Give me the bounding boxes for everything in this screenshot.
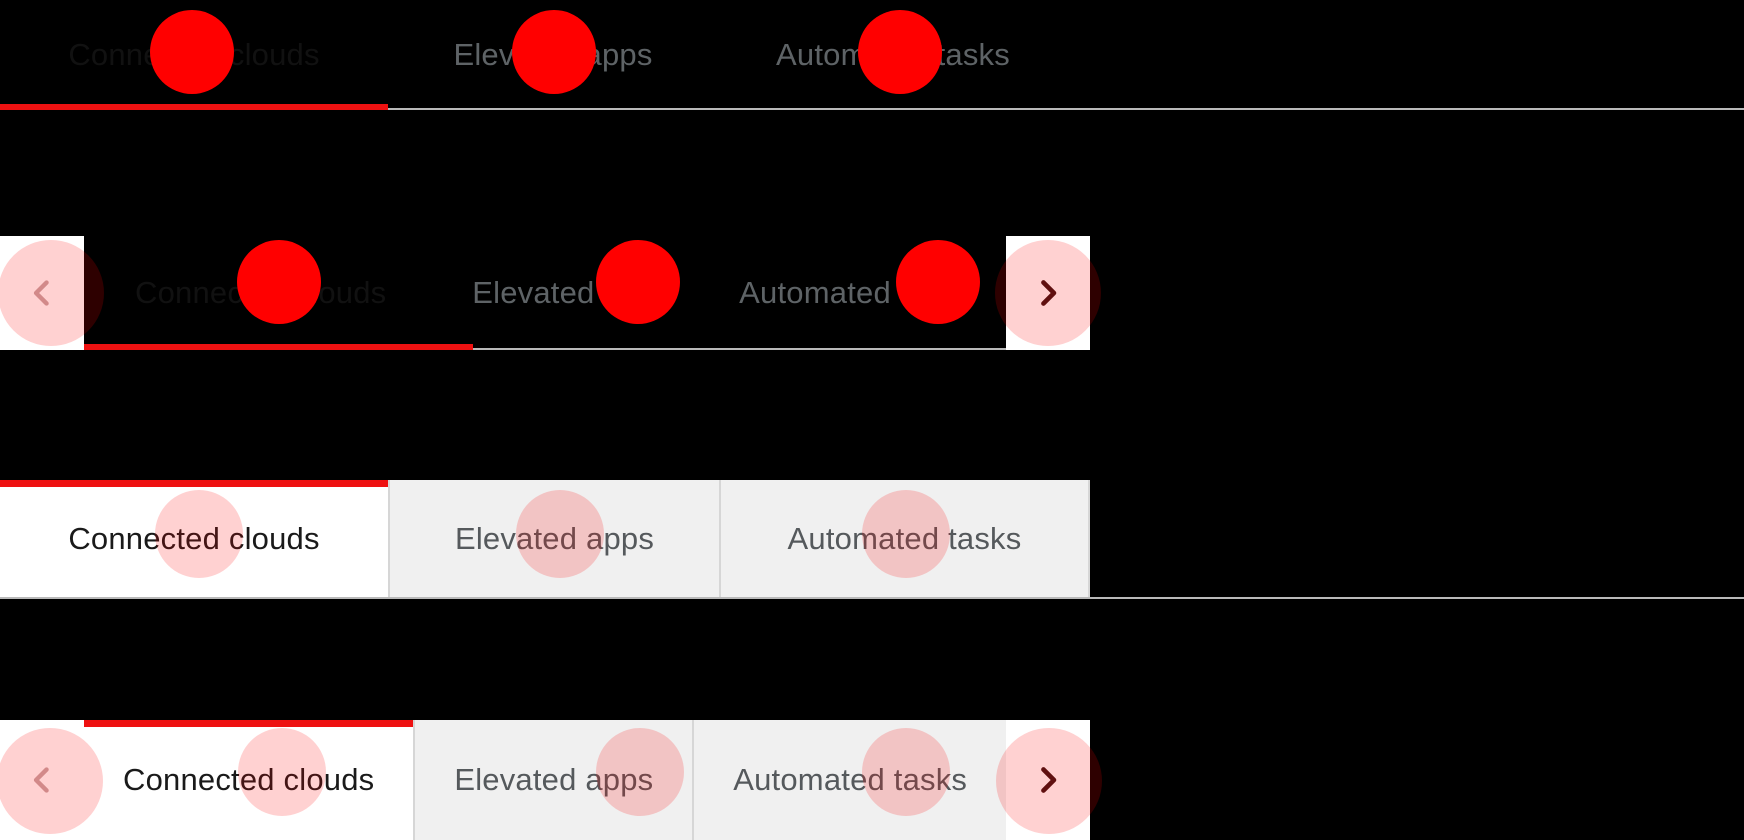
tabs-scroll-prev-button[interactable]	[0, 720, 84, 840]
tab-elevated-apps[interactable]: Elevated apps	[437, 236, 706, 350]
chevron-right-icon	[1041, 280, 1057, 306]
tabstrip-bottom-divider	[0, 597, 1744, 599]
tab-label: Connected clouds	[134, 275, 387, 310]
tab-label: Automated tasks	[733, 762, 968, 797]
tab-label: Automated tasks	[739, 275, 974, 310]
tab-label: Connected clouds	[68, 37, 320, 72]
tabstrip-filled-scrollable-wrapper: Connected clouds Elevated apps Automated…	[0, 720, 1090, 840]
tabstrip-underline[interactable]: Connected clouds Elevated apps Automated…	[0, 0, 1744, 110]
chevron-left-icon	[33, 280, 49, 306]
chevron-right-icon	[1041, 767, 1057, 793]
tab-label: Automated tasks	[787, 520, 1022, 556]
tabs-scroll-next-button[interactable]	[1006, 720, 1090, 840]
tabstrip-filled-scrollable[interactable]: Connected clouds Elevated apps Automated…	[84, 720, 1006, 840]
tab-connected-clouds[interactable]: Connected clouds	[84, 236, 437, 350]
tab-automated-tasks[interactable]: Automated tasks	[718, 0, 1068, 110]
tab-label: Connected clouds	[122, 762, 375, 797]
tab-active-indicator	[84, 344, 473, 350]
tab-label: Elevated apps	[454, 520, 655, 556]
tabs-scroll-next-button[interactable]	[1006, 236, 1090, 350]
tab-elevated-apps[interactable]: Elevated apps	[390, 480, 721, 597]
tabstrip-underline-scrollable-wrapper: Connected clouds Elevated apps Automated…	[0, 236, 1090, 350]
tab-underline-track	[0, 108, 1744, 110]
chevron-left-icon	[33, 767, 49, 793]
tab-label: Automated tasks	[776, 37, 1010, 72]
tab-connected-clouds[interactable]: Connected clouds	[0, 480, 390, 597]
tab-elevated-apps[interactable]: Elevated apps	[388, 0, 718, 110]
tab-connected-clouds[interactable]: Connected clouds	[84, 720, 416, 840]
tabstrip-underline-scrollable[interactable]: Connected clouds Elevated apps Automated…	[84, 236, 1006, 350]
tab-connected-clouds[interactable]: Connected clouds	[0, 0, 388, 110]
tab-label: Elevated apps	[453, 37, 653, 72]
tab-underline-track	[84, 348, 1006, 350]
tab-automated-tasks[interactable]: Automated tasks	[721, 480, 1090, 597]
tabs-scroll-prev-button[interactable]	[0, 236, 84, 350]
tab-label: Connected clouds	[68, 520, 320, 556]
tab-elevated-apps[interactable]: Elevated apps	[415, 720, 695, 840]
tab-active-indicator	[0, 104, 388, 110]
tab-automated-tasks[interactable]: Automated tasks	[706, 236, 1006, 350]
tab-label: Elevated apps	[454, 762, 654, 797]
tab-automated-tasks[interactable]: Automated tasks	[694, 720, 1006, 840]
tab-label: Elevated apps	[472, 275, 672, 310]
tabstrip-filled[interactable]: Connected clouds Elevated apps Automated…	[0, 480, 1744, 599]
